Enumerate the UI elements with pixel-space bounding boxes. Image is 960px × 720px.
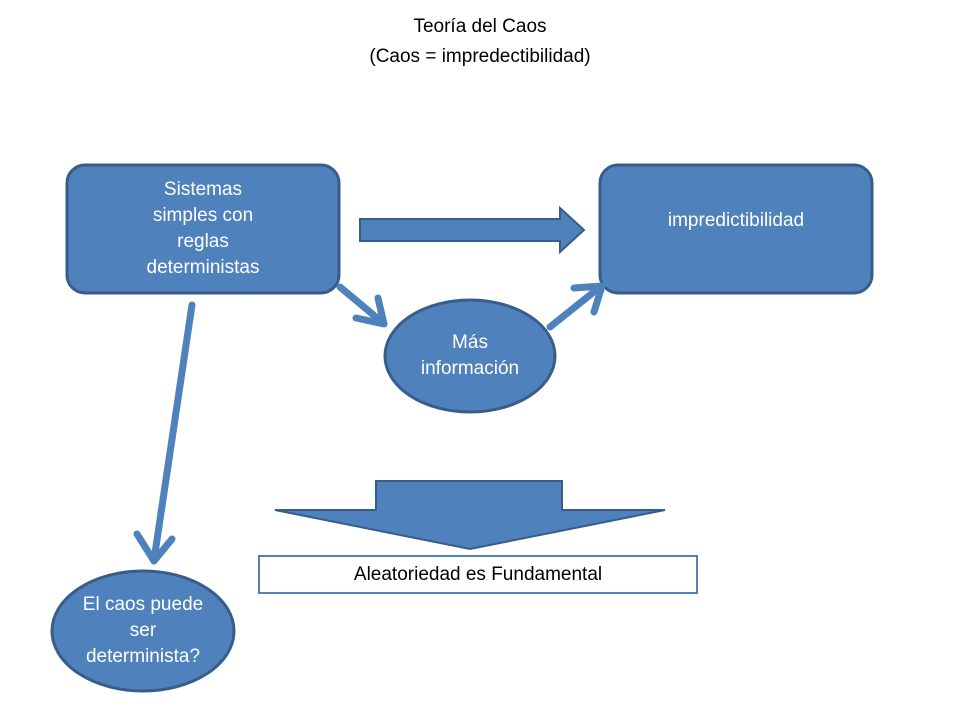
node-el-caos-line-1: El caos puede [82,594,204,615]
node-mas-informacion-line-2: información [420,358,520,379]
node-sistemas-line-3: reglas [177,231,229,252]
node-mas-informacion-line-1: Más [452,332,488,353]
arrow-to-el-caos [133,301,196,565]
node-mas-informacion-label: Más información [385,300,555,412]
conclusion-box [258,555,698,594]
node-el-caos-line-2: ser [129,620,157,641]
node-sistemas-box [65,163,341,295]
node-mas-informacion-ellipse [383,298,557,414]
node-el-caos-ellipse [50,569,236,693]
block-arrow-down [274,480,666,551]
block-arrow-right [359,205,586,255]
node-impredictibilidad-box [598,163,874,295]
arrow-to-mas-informacion [336,283,388,328]
title-line-2: (Caos = impredectibilidad) [369,46,591,67]
arrow-to-impredictibilidad [546,282,606,331]
node-impredictibilidad-label: impredictibilidad [667,210,805,231]
node-sistemas-label: Sistemas simples con reglas determinista… [67,165,339,293]
conclusion-label: Aleatoriedad es Fundamental [353,563,603,585]
node-el-caos-label: El caos puede ser determinista? [52,571,234,691]
node-sistemas-line-2: simples con [152,205,254,226]
node-el-caos-line-3: determinista? [85,646,201,667]
node-sistemas-line-1: Sistemas [163,179,243,200]
node-sistemas-line-4: deterministas [146,257,260,278]
title-line-1: Teoría del Caos [413,16,547,37]
